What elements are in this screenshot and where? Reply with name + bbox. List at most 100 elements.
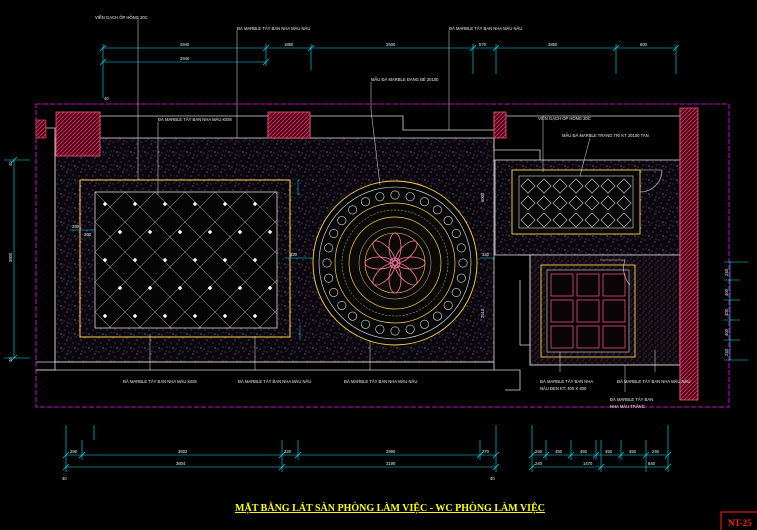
- bottom-dimensions: [62, 425, 672, 472]
- grid-tile: [576, 325, 600, 349]
- diamond-grid-line: [0, 192, 35, 328]
- wave-scroll: [405, 192, 415, 202]
- dim-top-6: 600: [640, 42, 648, 47]
- dim-top-5: 2850: [548, 42, 558, 47]
- dim-top-8: 40: [104, 96, 109, 101]
- grid-tile: [602, 273, 626, 297]
- medallion-petal: [388, 232, 402, 262]
- dim-bottom-b2: 3190: [386, 461, 396, 466]
- diamond-grid-line: [95, 192, 216, 313]
- dim-bottom-e3: 450: [580, 449, 588, 454]
- note-bottom-5: ĐÁ MARBLE TÂY BAN NHA MÀU NÂU: [617, 379, 690, 384]
- dim-left-2: 40: [8, 161, 13, 166]
- wave-scroll: [419, 197, 429, 207]
- wave-scroll: [451, 229, 461, 239]
- note-bottom-2: ĐÁ MARBLE TÂY BAN NHA MÀU NÂU: [238, 379, 311, 384]
- note-bottom-3: ĐÁ MARBLE TÂY BAN NHA MÀU NÂU: [344, 379, 417, 384]
- medallion-petal: [396, 256, 426, 270]
- grid-tile: [602, 299, 626, 323]
- note-top-left: VIỀN GẠCH ỐP HỒNG 20C: [95, 15, 148, 20]
- medallion-petal: [388, 264, 402, 294]
- dim-top-3: 2500: [386, 42, 396, 47]
- dim-right-3: 400: [724, 308, 729, 316]
- note-bottom-4a: ĐÁ MARBLE TÂY BAN NHA: [540, 379, 593, 384]
- tile-dot: [162, 257, 168, 263]
- lattice-tile: [584, 178, 600, 194]
- diamond-grid-line: [198, 249, 277, 328]
- note-bottom-6b: NHA MÀU TRẮNG: [610, 404, 645, 409]
- lattice-tile: [536, 178, 552, 194]
- tile-dot: [147, 285, 153, 291]
- dim-bottom-c2: 40: [490, 476, 495, 481]
- dim-bottom-f3: 640: [648, 461, 656, 466]
- diamond-grid-line: [214, 192, 277, 255]
- bottom-dimension-text: 290 3602 320 2990 270 3604 3190 40 40 24…: [62, 449, 660, 481]
- note-wc-border: VIỀN GẠCH ỐP HỒNG 20C: [538, 116, 591, 121]
- lattice-tile: [552, 212, 568, 228]
- tile-dot: [267, 285, 273, 291]
- dim-top-1: 2940: [180, 42, 190, 47]
- dim-inner-2: 290: [84, 232, 92, 237]
- wave-scroll: [375, 192, 385, 202]
- lattice-tile: [520, 195, 536, 211]
- lattice-tile: [552, 195, 568, 211]
- tile-dot: [132, 257, 138, 263]
- dim-right-1: 240: [724, 268, 729, 276]
- wave-scroll: [337, 216, 347, 226]
- dim-bottom-f1: 240: [535, 461, 543, 466]
- medallion-petal: [395, 240, 418, 263]
- dim-bottom-a3: 320: [284, 449, 292, 454]
- dim-inner-6: 2510: [480, 308, 485, 318]
- wc-door: [600, 169, 663, 286]
- wave-scroll: [456, 243, 466, 253]
- wc-pattern-panel: [511, 169, 641, 235]
- diamond-grid-line: [108, 192, 246, 328]
- dim-bottom-a4: 2990: [386, 449, 396, 454]
- dim-bottom-c1: 40: [62, 476, 67, 481]
- dim-right-5: 240: [724, 348, 729, 356]
- diamond-grid-line: [228, 279, 277, 328]
- note-bottom-6a: ĐÁ MARBLE TÂY BAN: [610, 397, 653, 402]
- wave-scroll: [348, 311, 358, 321]
- dim-bottom-e5: 450: [629, 449, 637, 454]
- diamond-grid-line: [95, 281, 142, 328]
- medallion-petal: [372, 263, 395, 286]
- wave-scroll: [443, 300, 453, 310]
- note-top-mid: ĐÁ MARBLE TÂY BAN NHA MÀU NÂU: [237, 26, 310, 31]
- left-dimensions: [4, 156, 30, 362]
- wave-scroll: [390, 326, 400, 336]
- top-dimension-text: 2940 1860 2500 570 2850 600 2940 40: [104, 42, 648, 101]
- wave-scroll: [324, 243, 334, 253]
- diamond-grid-line: [695, 192, 757, 328]
- dim-top-4: 570: [479, 42, 487, 47]
- right-dimensions: [724, 261, 748, 361]
- wave-scroll: [432, 205, 442, 215]
- wave-scroll: [348, 205, 358, 215]
- grid-tile: [550, 325, 574, 349]
- dim-top-2: 1860: [284, 42, 294, 47]
- lattice-tile: [552, 178, 568, 194]
- wave-scroll: [360, 319, 370, 329]
- sheet-code: NT-25: [728, 518, 752, 528]
- lattice-tile: [568, 178, 584, 194]
- wave-scroll: [329, 287, 339, 297]
- wave-scroll: [456, 273, 466, 283]
- dim-inner-4: 320: [482, 252, 490, 257]
- wave-scroll: [458, 258, 468, 268]
- tile-dot: [237, 285, 243, 291]
- lattice-tile: [616, 195, 632, 211]
- grid-tile: [576, 299, 600, 323]
- tile-dot: [162, 313, 168, 319]
- medallion-petal: [395, 263, 418, 286]
- medallion-petal: [372, 240, 395, 263]
- note-top-right: ĐÁ MARBLE TÂY BAN NHA MÀU NÂU: [449, 26, 522, 31]
- dim-bottom-b1: 3604: [176, 461, 186, 466]
- tile-dot: [192, 313, 198, 319]
- lattice-tile: [536, 212, 552, 228]
- lattice-tile: [536, 195, 552, 211]
- wave-scroll: [405, 324, 415, 334]
- wave-scroll: [419, 319, 429, 329]
- note-wc-pattern: MẪU ĐÁ MARBLE TRANG TRÍ KT 20100 TAN: [562, 133, 649, 138]
- dim-bottom-f2: 1470: [583, 461, 593, 466]
- diamond-grid-line: [168, 219, 277, 328]
